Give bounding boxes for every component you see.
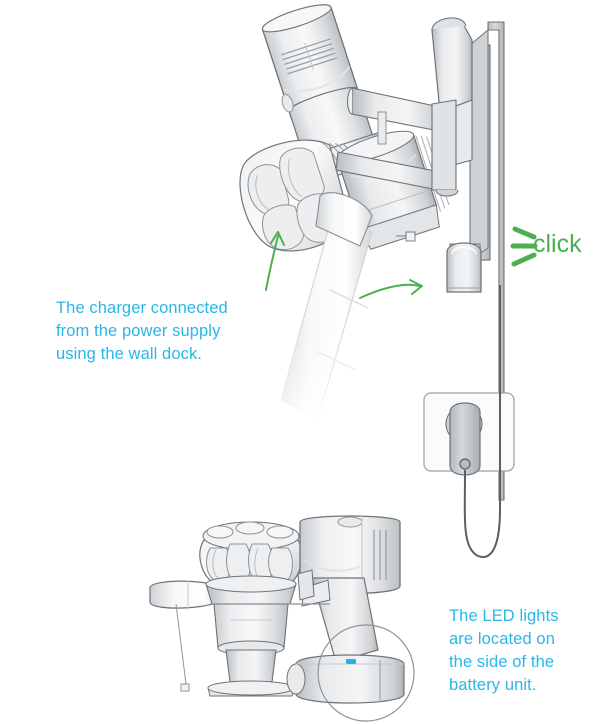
battery-led-scene	[149, 515, 415, 722]
led-indicator	[346, 659, 356, 664]
wand-collar	[315, 192, 373, 247]
battery-unit	[286, 654, 405, 704]
click-label: click	[533, 230, 582, 258]
caption-led: The LED lights are located on the side o…	[449, 607, 559, 694]
charging-cable	[463, 300, 501, 558]
vent-slots-bottom	[373, 530, 387, 580]
cyclone-array-bottom	[199, 521, 303, 585]
click-rays	[510, 226, 538, 267]
rotate-arrow	[359, 279, 423, 299]
docking-scene	[239, 4, 538, 558]
cyclone-caps	[206, 521, 294, 539]
callout-circle	[317, 624, 415, 722]
latch-marker	[396, 231, 416, 242]
trigger	[297, 569, 315, 601]
bin-stack	[205, 575, 297, 697]
motor-housing-bottom	[299, 515, 401, 595]
dock-cradle	[446, 242, 482, 293]
handle	[288, 569, 379, 663]
lift-arrow	[265, 231, 285, 291]
release-latch	[175, 603, 190, 692]
power-plug	[449, 402, 481, 476]
handle-assembly	[335, 87, 459, 197]
caption-charger: The charger connected from the power sup…	[56, 299, 228, 363]
